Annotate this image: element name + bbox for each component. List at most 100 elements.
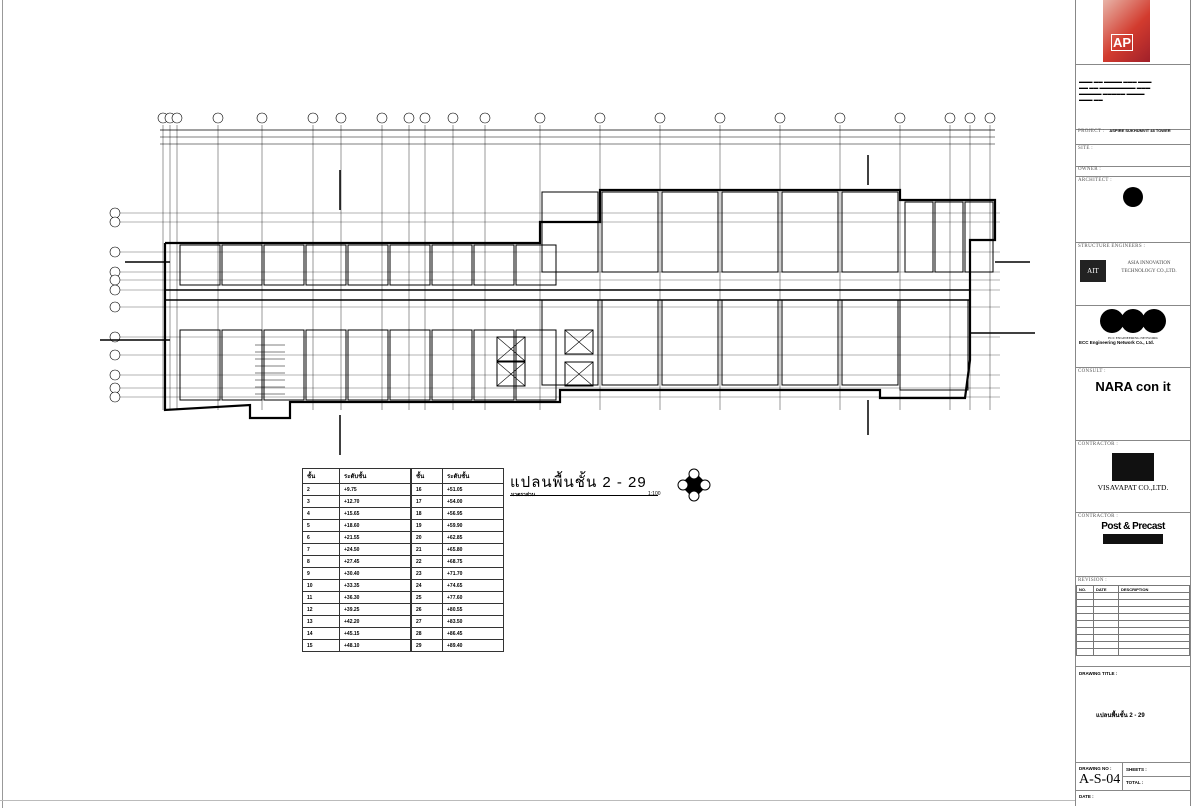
grid-bubble — [654, 112, 666, 124]
grid-bubble — [534, 112, 546, 124]
contractor2-section: CONTRACTOR : Post & Precast — [1076, 512, 1190, 577]
level-cell: +12.70 — [339, 495, 412, 508]
lift-cross — [496, 336, 526, 362]
grid-bubble — [171, 112, 183, 124]
post-precast-logo: Post & Precast — [1101, 521, 1165, 532]
lift-cross — [496, 361, 526, 387]
exterior-wall — [163, 188, 997, 420]
room — [781, 299, 839, 386]
level-cell: +30.40 — [339, 567, 412, 580]
room — [179, 329, 221, 401]
grid-bubble — [109, 274, 121, 286]
owner-info-section: ▬▬▬ ▬▬ ▬▬▬▬ ▬▬▬ ▬▬▬▬▬ ▬▬ ▬▬▬▬▬▬▬▬ ▬▬▬▬▬▬… — [1076, 64, 1190, 130]
level-cell: +83.50 — [442, 615, 504, 628]
room — [179, 244, 221, 286]
floor-cell: 24 — [410, 579, 443, 592]
room — [541, 299, 599, 386]
room — [347, 329, 389, 401]
level-cell: +9.75 — [339, 483, 412, 496]
room — [473, 329, 515, 401]
level-cell: +48.10 — [339, 639, 412, 652]
scale-value: 1:100 — [648, 491, 661, 497]
grid-bubble — [984, 112, 996, 124]
room — [263, 329, 305, 401]
floor-cell: 27 — [410, 615, 443, 628]
level-cell: +15.65 — [339, 507, 412, 520]
lift-shaft — [564, 329, 594, 355]
level-cell: +24.50 — [339, 543, 412, 556]
drawing-no-section: DRAWING NO : A-S-04 SHEETS : TOTAL : — [1076, 762, 1190, 791]
floor-cell: 16 — [410, 483, 443, 496]
floor-cell: 5 — [302, 519, 340, 532]
floor-cell: 10 — [302, 579, 340, 592]
floor-cell: 11 — [302, 591, 340, 604]
grid-bubble — [307, 112, 319, 124]
grid-bubble — [376, 112, 388, 124]
floor-cell: 21 — [410, 543, 443, 556]
level-cell: +80.55 — [442, 603, 504, 616]
room — [221, 329, 263, 401]
consult-section: CONSULT : NARA con it — [1076, 367, 1190, 441]
grid-bubble — [109, 369, 121, 381]
room — [899, 299, 969, 391]
room — [221, 244, 263, 286]
header-level: ระดับชั้น — [442, 468, 504, 484]
date-section: DATE : — [1079, 794, 1094, 799]
grid-bubble — [419, 112, 431, 124]
ecc-section: ECC ENGINEERING NETWORK ECC Engineering … — [1076, 305, 1190, 368]
drawing-title-section: DRAWING TITLE : แปลนพื้นชั้น 2 - 29 — [1076, 666, 1190, 763]
level-cell: +71.70 — [442, 567, 504, 580]
grid-bubble — [109, 301, 121, 313]
room — [721, 191, 779, 273]
room — [347, 244, 389, 286]
header-floor: ชั้น — [302, 468, 340, 484]
room — [781, 191, 839, 273]
grid-bubble — [714, 112, 726, 124]
floor-cell: 3 — [302, 495, 340, 508]
sheet-border-left — [2, 0, 3, 808]
owner-section: OWNER : — [1076, 166, 1190, 177]
room — [389, 244, 431, 286]
floor-cell: 8 — [302, 555, 340, 568]
floor-cell: 19 — [410, 519, 443, 532]
floor-cell: 7 — [302, 543, 340, 556]
level-cell: +27.45 — [339, 555, 412, 568]
grid-bubble — [109, 284, 121, 296]
header-floor: ชั้น — [410, 468, 443, 484]
floor-cell: 2 — [302, 483, 340, 496]
room — [721, 299, 779, 386]
grid-bubble — [594, 112, 606, 124]
room — [904, 201, 934, 273]
floor-cell: 12 — [302, 603, 340, 616]
grid-bubble — [403, 112, 415, 124]
room — [934, 201, 964, 273]
lift-cross — [564, 361, 594, 387]
floor-cell: 20 — [410, 531, 443, 544]
room — [431, 244, 473, 286]
grid-bubble — [109, 207, 121, 219]
level-cell: +45.15 — [339, 627, 412, 640]
grid-bubble — [256, 112, 268, 124]
level-cell: +21.55 — [339, 531, 412, 544]
level-cell: +62.85 — [442, 531, 504, 544]
room — [431, 329, 473, 401]
lift-cross — [564, 329, 594, 355]
grid-bubble — [944, 112, 956, 124]
floor-cell: 22 — [410, 555, 443, 568]
floor-cell: 14 — [302, 627, 340, 640]
sheet-border-bottom — [0, 800, 1075, 801]
level-cell: +39.25 — [339, 603, 412, 616]
grid-bubble — [109, 382, 121, 394]
room — [964, 201, 994, 273]
